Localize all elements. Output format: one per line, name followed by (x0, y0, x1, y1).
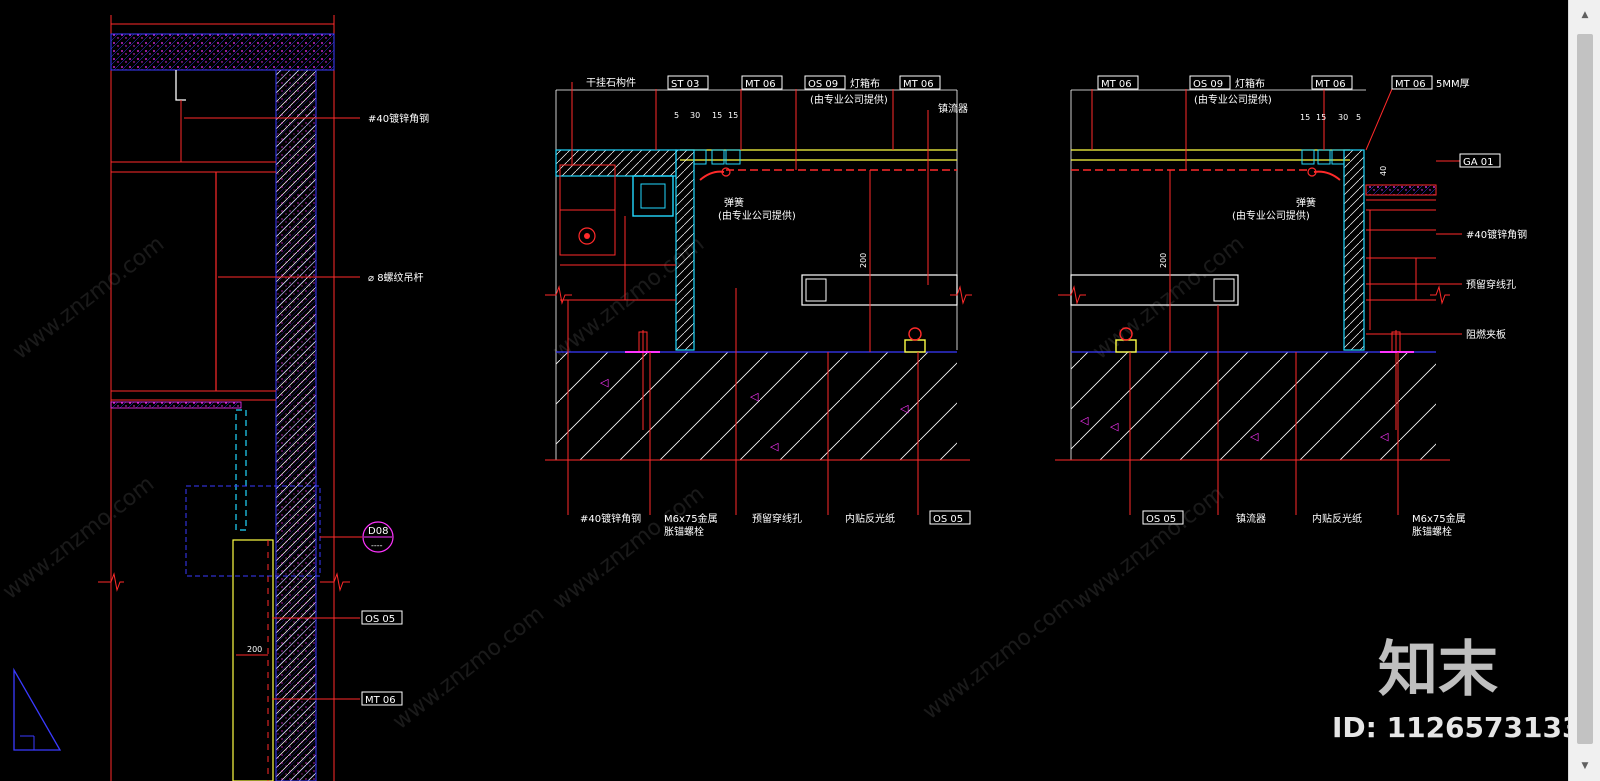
vertical-scrollbar[interactable]: ▲ ▼ (1568, 0, 1600, 781)
watermark-site-4: www.znzmo.com (548, 481, 709, 614)
label-angle-steel-mid: #40镀锌角钢 (580, 512, 641, 525)
light-box-panel (232, 539, 274, 781)
scroll-down-icon[interactable]: ▼ (1581, 761, 1589, 771)
tag-os05-mid: OS 05 (933, 514, 963, 525)
label-spring-note-r: (由专业公司提供) (1232, 209, 1310, 222)
middle-vertical-frame (675, 149, 695, 351)
watermark-site-2: www.znzmo.com (0, 471, 159, 604)
right-dim-40: 40 (1379, 166, 1388, 176)
watermark-site-5: www.znzmo.com (1088, 231, 1249, 364)
label-wire-hole-mid: 预留穿线孔 (752, 512, 802, 525)
right-dim-1: 15 (1300, 113, 1310, 122)
mid-dim-2: 30 (690, 111, 700, 120)
svg-text:◁: ◁ (750, 390, 759, 403)
brand-watermark: 知末 ID: 1126573133 (1332, 635, 1568, 744)
label-angle-steel: #40镀锌角钢 (368, 112, 429, 125)
right-vertical-frame (1343, 149, 1365, 351)
right-dim-4: 5 (1356, 113, 1361, 122)
svg-text:◁: ◁ (1080, 414, 1089, 427)
label-bolt-2-r: 胀锚螺栓 (1412, 525, 1452, 538)
label-threaded-rod: ⌀ 8螺纹吊杆 (368, 271, 424, 284)
label-supplier-note: (由专业公司提供) (810, 93, 888, 106)
ballast-box (801, 274, 958, 306)
tag-mt06-a: MT 06 (745, 79, 776, 90)
tag-mt06-r-c: MT 06 (1395, 79, 1426, 90)
label-ballast-r: 镇流器 (1236, 512, 1266, 525)
dim-200: 200 (247, 645, 262, 654)
detail-sub: ---- (371, 541, 383, 550)
mid-dim-1: 5 (674, 111, 679, 120)
right-dim-200: 200 (1159, 253, 1168, 268)
tag-mt06-b: MT 06 (903, 79, 934, 90)
ceiling-slab (110, 33, 335, 71)
right-floor-slab (1071, 352, 1436, 460)
label-thickness: 5MM厚 (1436, 78, 1470, 90)
label-spring-r: 弹簧 (1296, 196, 1316, 209)
watermark-site-6: www.znzmo.com (1068, 481, 1229, 614)
ceiling-board (110, 401, 242, 409)
label-fire-board: 阻燃夹板 (1466, 328, 1506, 341)
label-bolt-1-r: M6x75金属 (1412, 512, 1466, 525)
label-reflect-r: 内贴反光纸 (1312, 512, 1362, 525)
tag-mt06: MT 06 (365, 695, 396, 706)
label-bolt-2-mid: 胀锚螺栓 (664, 525, 704, 538)
middle-floor-slab (556, 352, 957, 460)
brand-id: ID: 1126573133 (1332, 711, 1568, 744)
tag-st03: ST 03 (671, 79, 699, 90)
detail-bubble (362, 521, 394, 553)
tag-mt06-r-b: MT 06 (1315, 79, 1346, 90)
scroll-thumb[interactable] (1577, 34, 1593, 744)
label-reflect-mid: 内贴反光纸 (845, 512, 895, 525)
label-ballast: 镇流器 (938, 102, 968, 115)
svg-text:◁: ◁ (1380, 430, 1389, 443)
label-dry-stone: 干挂石构件 (586, 76, 636, 89)
svg-text:◁: ◁ (900, 402, 909, 415)
label-light-box-r: 灯箱布 (1235, 77, 1265, 90)
tag-mt06-r-a: MT 06 (1101, 79, 1132, 90)
tag-ga01: GA 01 (1463, 157, 1494, 168)
watermark-site-8: www.znzmo.com (388, 601, 549, 734)
svg-text:◁: ◁ (600, 376, 609, 389)
svg-text:◁: ◁ (1250, 430, 1259, 443)
tag-os05: OS 05 (365, 614, 395, 625)
label-supplier-note-r: (由专业公司提供) (1194, 93, 1272, 106)
mid-dim-3: 15 (712, 111, 722, 120)
middle-section: 200 干挂石构件 ST 03 MT 06 OS 09 灯箱布 (由专业公司提供… (545, 75, 972, 538)
tag-os09: OS 09 (808, 79, 838, 90)
right-ballast-box (1070, 274, 1239, 306)
label-spring: 弹簧 (724, 196, 744, 209)
tag-os09-r: OS 09 (1193, 79, 1223, 90)
watermark-layer: www.znzmo.com www.znzmo.com www.znzmo.co… (0, 231, 1249, 734)
left-section: #40镀锌角钢 ⌀ 8螺纹吊杆 D08 ---- OS 05 MT 06 200 (13, 15, 429, 781)
label-wire-hole-r: 预留穿线孔 (1466, 278, 1516, 291)
svg-text:◁: ◁ (770, 440, 779, 453)
detail-window (185, 485, 321, 577)
scroll-up-icon[interactable]: ▲ (1581, 10, 1589, 20)
label-spring-note: (由专业公司提供) (718, 209, 796, 222)
ucs-icon (13, 667, 62, 751)
tag-os05-r: OS 05 (1146, 514, 1176, 525)
watermark-site-1: www.znzmo.com (8, 231, 169, 364)
label-bolt-1-mid: M6x75金属 (664, 512, 718, 525)
mid-dim-4: 15 (728, 111, 738, 120)
watermark-site-7: www.znzmo.com (918, 591, 1079, 724)
mid-dim-200: 200 (859, 253, 868, 268)
label-light-box: 灯箱布 (850, 77, 880, 90)
brand-logo: 知末 (1378, 635, 1498, 705)
right-dim-2: 15 (1316, 113, 1326, 122)
detail-id: D08 (368, 526, 388, 537)
right-dim-3: 30 (1338, 113, 1348, 122)
svg-text:◁: ◁ (1110, 420, 1119, 433)
right-section: 200 40 MT 06 OS 09 灯箱布 (由专业公司提供) MT 06 M… (1055, 75, 1527, 538)
label-angle-steel-r: #40镀锌角钢 (1466, 228, 1527, 241)
